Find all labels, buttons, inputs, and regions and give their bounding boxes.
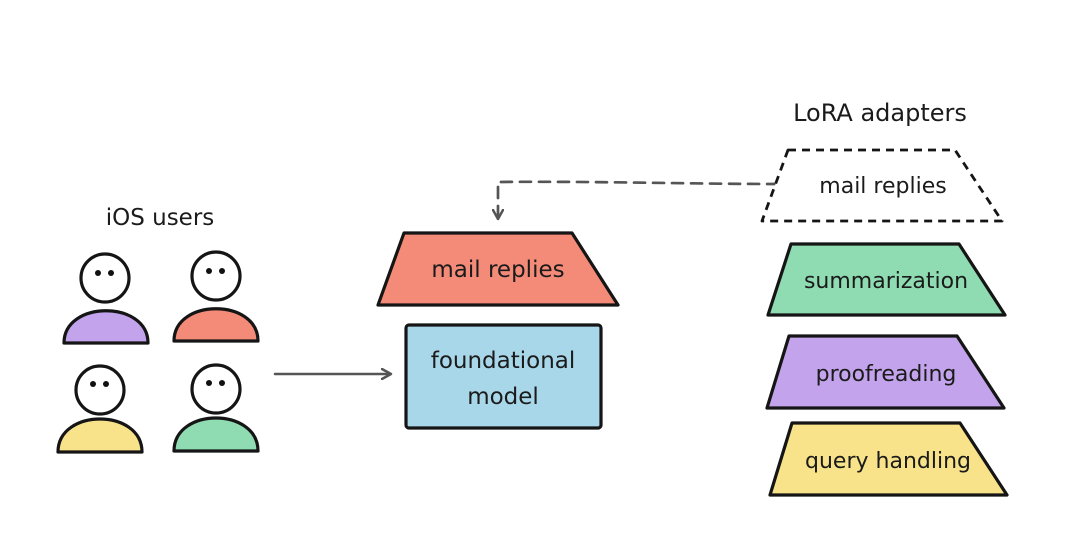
user-purple-body: [62, 309, 150, 345]
user-coral-head: [190, 250, 242, 302]
user-coral-eye-right: [219, 268, 225, 274]
adapter-query-handling-shape: [768, 421, 1009, 497]
user-purple-head: [79, 252, 131, 304]
user-yellow: [56, 364, 144, 454]
user-green-eye-left: [206, 380, 212, 386]
adapter-query-handling: query handling: [768, 421, 1009, 497]
user-purple: [62, 252, 150, 345]
user-coral: [172, 250, 260, 343]
adapter-summarization-shape: [766, 242, 1007, 317]
users-label: iOS users: [106, 205, 215, 231]
adapter-proofreading-label: proofreading: [816, 362, 957, 387]
foundation-model-line1: foundational: [431, 348, 576, 374]
adapter-proofreading: proofreading: [765, 334, 1006, 410]
user-yellow-eye-right: [103, 381, 109, 387]
user-purple-eye-right: [108, 270, 114, 276]
user-yellow-body: [56, 417, 144, 454]
adapter-summarization-label: summarization: [804, 269, 968, 294]
user-green: [172, 363, 260, 453]
foundation-model-line2: model: [467, 384, 539, 410]
active-adapter-mail-replies: mail replies: [376, 231, 620, 307]
adapter-mail-replies-shape: [760, 148, 1004, 223]
user-green-eye-right: [219, 380, 225, 386]
user-green-head: [190, 363, 242, 415]
user-green-body: [172, 416, 260, 453]
user-coral-body: [172, 307, 260, 343]
adapter-summarization: summarization: [766, 242, 1007, 317]
active-adapter-shape: [376, 231, 620, 307]
adapter-proofreading-shape: [765, 334, 1006, 410]
adapter-to-model-dashed-arrow: [498, 180, 780, 218]
adapter-query-handling-label: query handling: [805, 449, 971, 474]
adapters-label: LoRA adapters: [793, 99, 967, 127]
foundation-model: foundational model: [404, 323, 603, 430]
adapter-mail-replies-label: mail replies: [819, 174, 946, 199]
user-yellow-head: [74, 364, 126, 416]
foundation-model-box: [404, 323, 603, 430]
user-purple-eye-left: [95, 270, 101, 276]
user-yellow-eye-left: [90, 381, 96, 387]
active-adapter-label: mail replies: [431, 257, 564, 283]
adapter-mail-replies-dashed: mail replies: [760, 148, 1004, 223]
user-coral-eye-left: [206, 268, 212, 274]
